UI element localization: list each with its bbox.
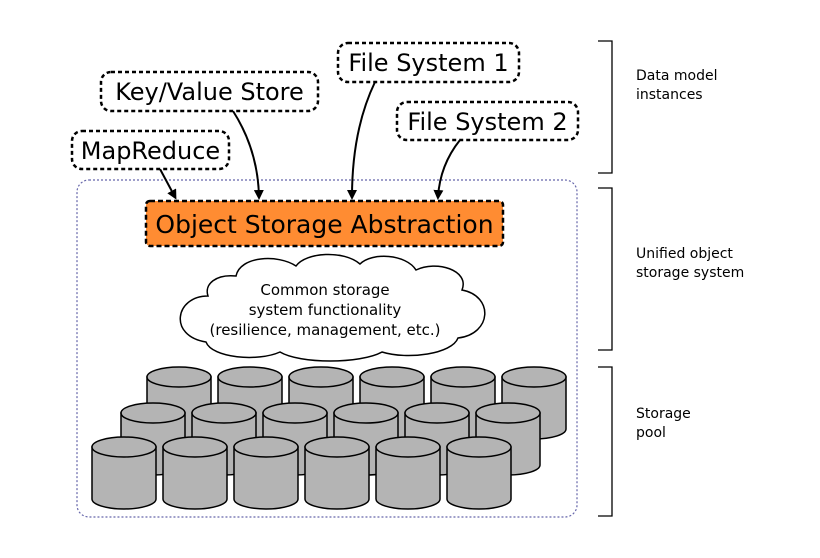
arrow-mapreduce: [159, 168, 177, 200]
data-model-file-system-2: File System 2: [395, 100, 580, 142]
label-data-model-line-2: instances: [636, 87, 703, 103]
storage-disk-r3-c6: [446, 436, 512, 510]
storage-disk-r3-c3: [233, 436, 299, 510]
mapreduce-label: MapReduce: [81, 137, 220, 165]
cloud-text-line-1: Common storage: [260, 281, 389, 299]
storage-disk-r3-c2: [162, 436, 228, 510]
bracket-unified-system: [598, 187, 613, 351]
arrow-key-value-store: [232, 110, 264, 200]
cloud-text-line-3: (resilience, management, etc.): [210, 321, 441, 339]
storage-pool-disks: [91, 366, 567, 510]
label-pool-line-2: pool: [636, 425, 666, 441]
arrow-file-system-2: [433, 139, 461, 200]
bracket-storage-pool: [598, 366, 613, 517]
common-functionality-cloud: Common storage system functionality (res…: [179, 253, 486, 362]
label-pool-line-1: Storage: [636, 406, 691, 422]
label-unified-line-2: storage system: [636, 265, 744, 281]
file-system-2-label: File System 2: [407, 108, 567, 136]
key-value-store-label: Key/Value Store: [115, 78, 304, 106]
file-system-1-label: File System 1: [348, 49, 508, 77]
object-storage-abstraction-label: Object Storage Abstraction: [155, 210, 493, 239]
storage-disk-r3-c5: [375, 436, 441, 510]
storage-disk-r3-c4: [304, 436, 370, 510]
data-model-file-system-1: File System 1: [336, 41, 521, 84]
bracket-data-model: [598, 40, 613, 174]
cloud-text-line-2: system functionality: [249, 301, 402, 319]
storage-disk-r3-c1: [91, 436, 157, 510]
label-unified-line-1: Unified object: [636, 246, 733, 262]
data-model-key-value-store: Key/Value Store: [99, 70, 320, 113]
data-model-mapreduce: MapReduce: [70, 129, 231, 171]
arrow-file-system-1: [347, 81, 376, 200]
object-storage-abstraction-box: Object Storage Abstraction: [144, 199, 505, 248]
label-data-model-line-1: Data model: [636, 68, 717, 84]
unified-system-container: [76, 179, 578, 518]
